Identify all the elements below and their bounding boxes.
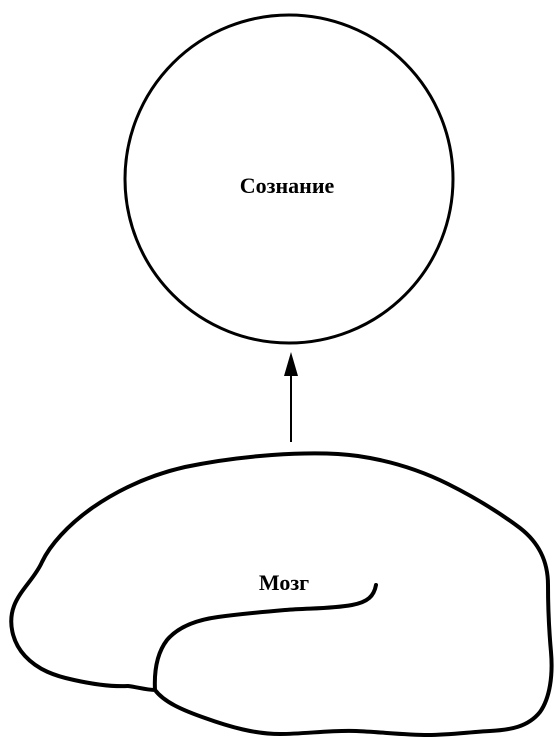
brain-label: Мозг xyxy=(259,570,309,595)
consciousness-label: Сознание xyxy=(240,173,335,198)
consciousness-circle xyxy=(123,13,455,345)
brain-outline xyxy=(9,451,554,737)
arrow-head xyxy=(284,352,298,376)
